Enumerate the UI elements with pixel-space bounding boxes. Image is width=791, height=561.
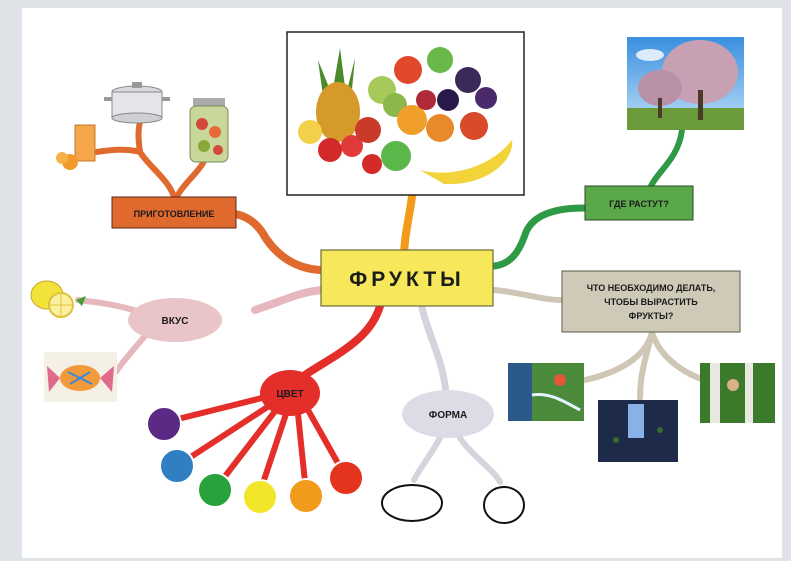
color-dot-red[interactable] (328, 460, 364, 496)
color-dot-blue[interactable] (159, 448, 195, 484)
pruning-photo (700, 363, 775, 423)
connector-shape-children (411, 435, 503, 485)
connector-taste (251, 286, 326, 314)
color-dot-orange[interactable] (288, 478, 324, 514)
juice-image (56, 124, 96, 170)
watering-photo (508, 363, 584, 421)
candy-image (44, 352, 117, 402)
cooking-label: ПРИГОТОВЛЕНИЕ (134, 209, 215, 219)
color-label: ЦВЕТ (276, 389, 303, 400)
what-to-do-node[interactable]: ЧТО НЕОБХОДИМО ДЕЛАТЬ, ЧТОБЫ ВЫРАСТИТЬ Ф… (561, 270, 741, 333)
planting-photo (598, 400, 678, 462)
connector-where (490, 204, 588, 270)
connector-cooking (228, 210, 324, 274)
color-dot-purple[interactable] (146, 406, 182, 442)
taste-label: ВКУС (161, 316, 188, 327)
what-label-line3: ФРУКТЫ? (629, 311, 674, 321)
lemon-image (30, 280, 86, 318)
fruit-pile-photo-icon (298, 47, 513, 185)
center-label: ФРУКТЫ (349, 268, 464, 291)
orchard-photo (627, 37, 744, 130)
what-label-line1: ЧТО НЕОБХОДИМО ДЕЛАТЬ, (587, 283, 716, 293)
shape-node[interactable]: ФОРМА (402, 390, 494, 438)
taste-node[interactable]: ВКУС (128, 298, 222, 342)
connector-photo (400, 192, 416, 262)
cooking-node[interactable]: ПРИГОТОВЛЕНИЕ (111, 196, 237, 229)
center-node[interactable]: ФРУКТЫ (320, 249, 494, 307)
shape-label: ФОРМА (429, 410, 467, 421)
connector-cooking-twigs (93, 119, 208, 203)
connector-color (301, 302, 384, 379)
connector-what (491, 287, 565, 303)
color-spokes (163, 393, 347, 495)
where-label: ГДЕ РАСТУТ? (609, 199, 669, 209)
shape-oval-outline[interactable] (381, 484, 443, 522)
fruit-photo (286, 31, 525, 196)
jar-image (189, 98, 229, 163)
color-node[interactable]: ЦВЕТ (260, 370, 320, 416)
connector-shape (418, 304, 450, 399)
pot-image (104, 82, 170, 124)
connector-orchard (647, 127, 685, 191)
color-dot-yellow[interactable] (242, 479, 278, 515)
color-dot-green[interactable] (197, 472, 233, 508)
what-label-line2: ЧТОБЫ ВЫРАСТИТЬ (604, 297, 698, 307)
where-node[interactable]: ГДЕ РАСТУТ? (584, 185, 694, 221)
shape-circle-outline[interactable] (483, 486, 525, 524)
